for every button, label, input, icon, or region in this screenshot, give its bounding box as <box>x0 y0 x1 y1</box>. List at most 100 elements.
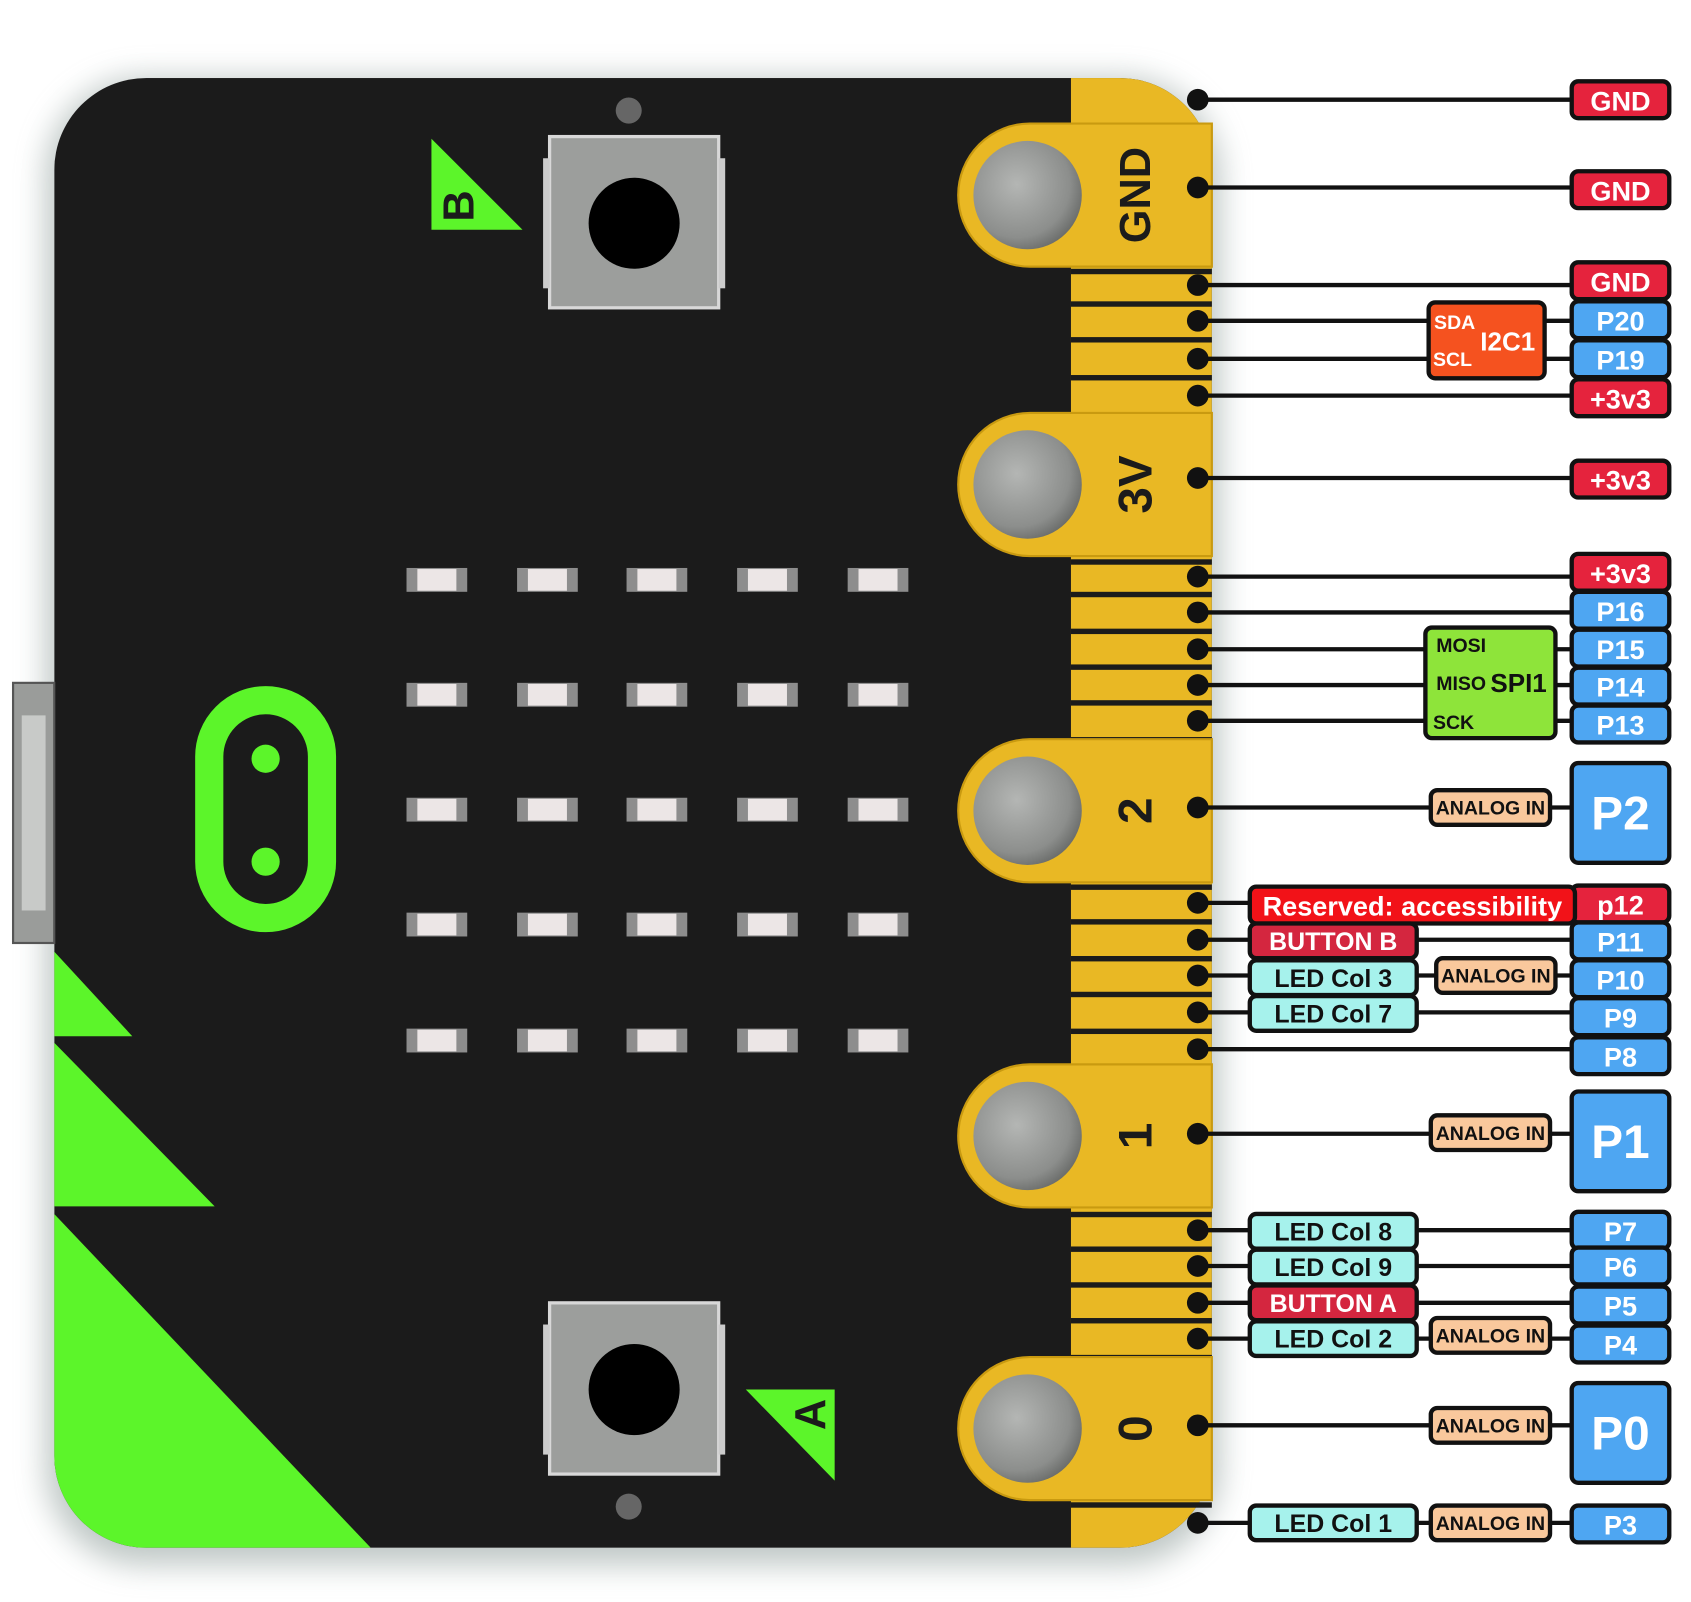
pin-label-text: P20 <box>1596 305 1644 336</box>
pin-dot[interactable] <box>1186 601 1209 624</box>
green-triangle <box>54 951 133 1037</box>
pin-label-text: P3 <box>1604 1510 1637 1541</box>
pad-4[interactable]: 0 <box>957 1355 1213 1502</box>
pin-dot[interactable] <box>1186 1512 1209 1534</box>
pin-dot[interactable] <box>1186 467 1209 489</box>
green-triangle <box>54 1213 371 1548</box>
spi-title: SPI1 <box>1490 668 1546 698</box>
pad-label: 1 <box>1109 1123 1162 1150</box>
pad-label: 2 <box>1109 797 1162 824</box>
edge-separator <box>1070 664 1212 670</box>
function-label-led-col-1: LED Col 1 <box>1247 1503 1419 1543</box>
function-label-led-col-7: LED Col 7 <box>1247 993 1419 1033</box>
pin-label: P16 <box>1569 589 1672 631</box>
edge-separator <box>1070 301 1212 307</box>
pin-dot[interactable] <box>1186 1255 1209 1277</box>
edge-separator <box>1070 955 1212 962</box>
pin-dot[interactable] <box>1186 565 1209 588</box>
pin-label: GND <box>1569 79 1672 121</box>
function-label-led-col-2-text: LED Col 2 <box>1274 1326 1392 1354</box>
edge-separator <box>1070 337 1212 343</box>
button-b[interactable] <box>543 134 726 310</box>
usb-connector <box>11 681 56 945</box>
pad-2[interactable]: 2 <box>957 738 1213 884</box>
edge-separator <box>1070 1282 1212 1288</box>
pin-dot[interactable] <box>1186 1001 1209 1024</box>
pin-dot[interactable] <box>1186 674 1209 696</box>
pad-label: 0 <box>1109 1415 1162 1442</box>
pin-label: P5 <box>1569 1284 1672 1326</box>
pin-label-text: P11 <box>1597 926 1644 957</box>
pin-label: P10 <box>1569 958 1672 1000</box>
pad-3[interactable]: 1 <box>957 1063 1213 1209</box>
analog-in-label: ANALOG IN <box>1428 1315 1553 1355</box>
pin-dot[interactable] <box>1186 309 1209 332</box>
pin-dot[interactable] <box>1186 1414 1209 1437</box>
pin-dot[interactable] <box>1186 638 1209 661</box>
function-label-led-col-3: LED Col 3 <box>1247 958 1419 998</box>
mount-hole <box>615 97 642 124</box>
pin-dot[interactable] <box>1186 176 1209 199</box>
analog-in-label: ANALOG IN <box>1428 1405 1553 1445</box>
edge-separator <box>1070 1246 1212 1252</box>
pin-label: P11 <box>1569 920 1672 962</box>
analog-in-label: ANALOG IN <box>1428 1503 1553 1543</box>
pin-label: +3v3 <box>1569 458 1672 500</box>
pin-label: P8 <box>1569 1035 1672 1077</box>
pin-dot[interactable] <box>1186 1122 1209 1145</box>
pin-label-big-text: P1 <box>1591 1116 1649 1169</box>
pad-0[interactable]: GND <box>957 122 1213 268</box>
button-a[interactable] <box>543 1301 726 1476</box>
pin-dot[interactable] <box>1186 1327 1209 1350</box>
pin-label: P14 <box>1569 665 1672 707</box>
analog-in-label-text: ANALOG IN <box>1441 966 1550 988</box>
spi-mosi: MOSI <box>1436 635 1486 657</box>
edge-separator <box>1070 591 1212 598</box>
pin-dot[interactable] <box>1186 88 1209 111</box>
function-label-led-col-8: LED Col 8 <box>1247 1211 1419 1251</box>
pin-label: GND <box>1569 169 1672 211</box>
pin-dot[interactable] <box>1186 709 1209 732</box>
spi-sck: SCK <box>1433 712 1474 734</box>
pin-label-text: P9 <box>1604 1002 1637 1033</box>
pin-label: P3 <box>1569 1503 1672 1545</box>
pin-label-text: +3v3 <box>1590 465 1651 496</box>
pin-dot[interactable] <box>1186 928 1209 951</box>
pin-label-text: P4 <box>1604 1330 1637 1361</box>
pin-dot[interactable] <box>1186 892 1209 914</box>
i2c-title: I2C1 <box>1480 326 1535 356</box>
pin-label: P13 <box>1569 703 1672 745</box>
pin-dot[interactable] <box>1186 274 1209 296</box>
pin-label-text: P5 <box>1604 1291 1637 1322</box>
reserved-label: Reserved: accessibility <box>1247 884 1578 926</box>
pin-label-text: +3v3 <box>1590 383 1651 414</box>
pin-label-text: +3v3 <box>1590 558 1651 589</box>
pin-label-big-text: P0 <box>1591 1407 1649 1460</box>
edge-separator <box>1070 1211 1212 1218</box>
pin-label: P15 <box>1569 627 1672 669</box>
analog-in-label-text: ANALOG IN <box>1436 1325 1545 1347</box>
edge-separator <box>1070 1318 1212 1324</box>
pin-dot[interactable] <box>1186 964 1209 987</box>
pin-dot[interactable] <box>1186 347 1209 370</box>
edge-separator <box>1070 991 1212 998</box>
pin-label-text: P13 <box>1596 710 1644 741</box>
pin-dot[interactable] <box>1186 384 1209 407</box>
edge-separator <box>1070 919 1212 925</box>
function-label-led-col-8-text: LED Col 8 <box>1274 1218 1392 1246</box>
pin-label-big: P0 <box>1569 1380 1672 1485</box>
pin-dot[interactable] <box>1186 1038 1209 1061</box>
pad-1[interactable]: 3V <box>957 411 1213 558</box>
pin-label: P7 <box>1569 1209 1672 1251</box>
edge-separator <box>1070 628 1212 635</box>
function-label-led-col-9-text: LED Col 9 <box>1274 1254 1392 1282</box>
pin-dot[interactable] <box>1186 1219 1209 1242</box>
pin-dot[interactable] <box>1186 796 1209 819</box>
pin-dot[interactable] <box>1186 1292 1209 1314</box>
pin-label-text: P8 <box>1604 1041 1637 1072</box>
pin-label-text: GND <box>1590 175 1650 206</box>
